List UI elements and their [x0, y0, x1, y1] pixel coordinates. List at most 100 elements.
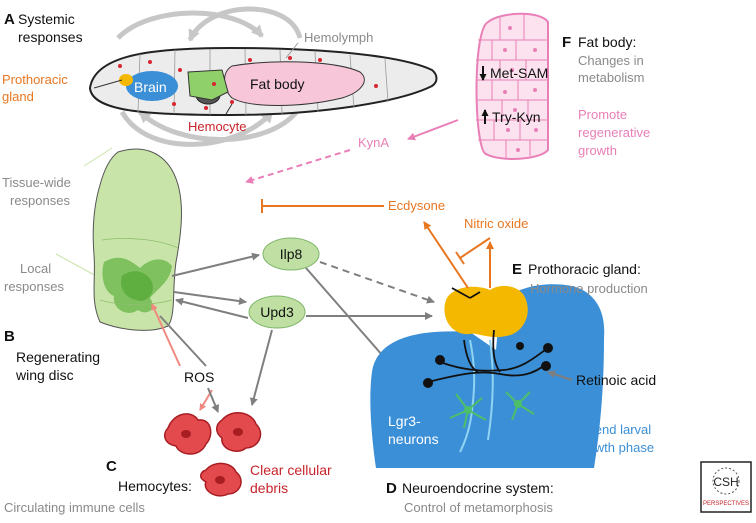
ilp8-to-gland-dashed-arrow: [319, 261, 435, 304]
wing-disc-panel: Tissue-wide responses Local responses B …: [2, 147, 182, 383]
panel-b-title-line-1: Regenerating: [16, 349, 100, 365]
try-kyn-label: Try-Kyn: [492, 109, 540, 125]
fat-body-to-kyna-arrow: [407, 119, 459, 141]
panel-d-subtitle: Control of metamorphosis: [404, 500, 553, 515]
prothoracic-gland-label-line-1: Prothoracic: [2, 72, 68, 87]
prothoracic-gland-label-line-2: gland: [2, 89, 34, 104]
larva-prothoracic-gland: [119, 74, 133, 86]
disc-to-ros-line: [159, 315, 207, 367]
larva-wing-disc: [187, 69, 229, 101]
panel-e-letter: E: [512, 261, 522, 278]
ilp8-node: [262, 237, 320, 271]
kyna-label: KynA: [358, 135, 389, 150]
clear-debris-label-line-1: Clear cellular: [250, 462, 332, 478]
fat-body-panel: Met-SAM Try-Kyn F Fat body: Changes in m…: [475, 12, 650, 160]
csh-logo-text: CSH: [713, 475, 738, 489]
met-sam-label: Met-SAM: [490, 65, 548, 81]
ros-to-disc-arrow: [151, 303, 181, 367]
larva-brain: [126, 71, 178, 101]
extend-label-line-1: Extend larval: [576, 422, 651, 437]
disc-to-ilp8-arrow: [171, 252, 260, 277]
fat-body-nuclei: [503, 26, 538, 152]
local-label-line-2: responses: [4, 279, 64, 294]
systemic-arrow-top-1: [116, 10, 264, 40]
tissue-wide-label-line-1: Tissue-wide: [2, 175, 71, 190]
csh-logo-ring: [712, 467, 740, 495]
panel-f-letter: F: [562, 34, 571, 51]
hemolymph-leader: [285, 42, 299, 59]
panel-f-subtitle-line-2: metabolism: [578, 70, 644, 85]
ilp8-label: Ilp8: [280, 246, 303, 262]
brain-label: Brain: [134, 79, 167, 95]
csh-logo-frame: [700, 461, 752, 513]
hemocytes-panel: C Hemocytes: Circulating immune cells Cl…: [4, 412, 332, 515]
systemic-arrow-bottom-1: [119, 110, 274, 147]
lgr3-label-line-2: neurons: [388, 431, 439, 447]
hemocyte-leader: [225, 103, 233, 115]
hemocyte-nucleus-3: [215, 476, 225, 484]
panel-e-title: Prothoracic gland:: [528, 261, 641, 277]
panel-c-letter: C: [106, 458, 117, 475]
hemolymph-label: Hemolymph: [304, 30, 373, 45]
panel-a-title-line-2: responses: [18, 29, 83, 45]
local-leader: [55, 253, 101, 279]
neuro-prothoracic-gland: [444, 285, 528, 338]
csh-logo-subtext: PERSPECTIVES: [703, 501, 749, 507]
kyna-to-disc-arrow: [245, 149, 351, 184]
lgr3-neurons: [449, 391, 535, 429]
upd3-to-hemocytes-arrow: [249, 329, 273, 406]
retinoic-acid-label: Retinoic acid: [576, 372, 656, 388]
neuro-axons: [459, 339, 494, 453]
neuro-brain: [370, 284, 605, 468]
wing-disc-folds: [99, 238, 179, 305]
csh-logo: CSH PERSPECTIVES: [700, 461, 752, 513]
ros-down-arrow: [207, 387, 219, 413]
larva-hemocytes: [118, 56, 378, 110]
lgr3-cell-bodies: [464, 400, 522, 414]
disc-to-upd3-arrow: [173, 291, 247, 305]
nitric-oxide-inhibition-line: [459, 237, 491, 259]
fat-body-tissue: [475, 12, 549, 160]
panel-f-subtitle-line-1: Changes in: [578, 53, 644, 68]
ros-label: ROS: [184, 369, 214, 385]
upd3-node: [248, 295, 306, 329]
nitric-oxide-label: Nitric oxide: [464, 216, 528, 231]
larva-fat-body: [224, 61, 365, 106]
panel-b-title-line-2: wing disc: [15, 367, 74, 383]
panel-d-title: Neuroendocrine system:: [402, 480, 554, 496]
gland-to-ecdysone-arrow: [423, 221, 469, 289]
upd3-to-disc-arrow: [175, 297, 249, 319]
panel-a-letter: A: [4, 11, 15, 28]
extend-label-line-2: growth phase: [576, 440, 654, 455]
prothoracic-gland-leader: [93, 79, 123, 89]
panel-c-title: Hemocytes:: [118, 478, 192, 494]
lgr3-label-line-1: Lgr3-: [388, 413, 421, 429]
upd3-label: Upd3: [260, 304, 294, 320]
tissue-wide-label-line-2: responses: [10, 193, 70, 208]
systemic-arrow-top-2: [187, 6, 303, 42]
panel-b-letter: B: [4, 328, 15, 345]
hemocyte-nucleus-1: [181, 430, 191, 438]
nitric-oxide-inhibition-bar: [455, 251, 465, 265]
ecdysone-label: Ecdysone: [388, 198, 445, 213]
promote-label-line-1: Promote: [578, 107, 627, 122]
neuro-projections: [427, 287, 549, 383]
wing-disc-wound: [120, 271, 153, 301]
fat-body-cells: [476, 14, 548, 158]
tissue-wide-leader: [83, 147, 113, 167]
retinoic-acid-arrow: [547, 370, 573, 381]
panel-d-letter: D: [386, 480, 397, 497]
local-label-line-1: Local: [20, 261, 51, 276]
promote-label-line-2: regenerative: [578, 125, 650, 140]
fat-body-label: Fat body: [250, 76, 304, 92]
panel-e-subtitle: Hormone production: [530, 281, 648, 296]
systemic-arrow-bottom-2: [138, 108, 301, 142]
neuroendocrine-panel: Nitric oxide Retinoic acid Lgr3- neurons…: [370, 216, 656, 515]
panel-a-title-line-1: Systemic: [18, 11, 75, 27]
panel-c-subtitle: Circulating immune cells: [4, 500, 145, 515]
hemocyte-nucleus-2: [233, 428, 243, 436]
panel-f-title: Fat body:: [578, 34, 636, 50]
larva-panel: A Systemic responses Hemolymph Prothorac…: [2, 6, 438, 147]
